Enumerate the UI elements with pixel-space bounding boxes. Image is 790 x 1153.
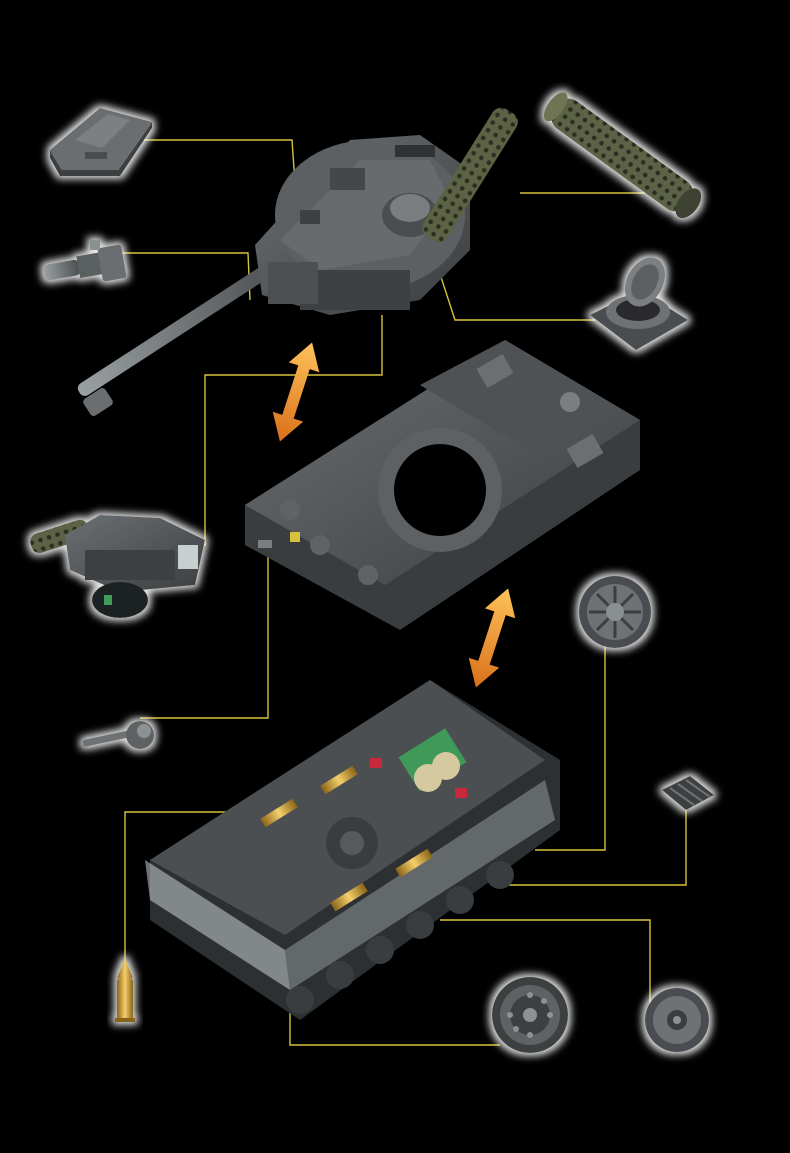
leader-line-idler: [440, 919, 651, 1010]
machine-gun-icon: [82, 721, 154, 749]
track-link-icon: [662, 776, 714, 810]
shell-icon: [115, 958, 135, 1022]
turret-icon: [30, 515, 205, 618]
hull-chassis: [145, 680, 560, 1020]
leader-line-track-link: [500, 805, 687, 886]
hull-deck: [245, 340, 640, 630]
periscope-icon: [43, 240, 127, 282]
road-wheel-icon: [492, 977, 568, 1053]
leader-line-mg: [140, 555, 269, 719]
leader-line-hatch: [125, 139, 298, 214]
sprocket-icon: [579, 576, 651, 648]
turret-assembly: [77, 107, 518, 416]
leader-line-road-wheel: [289, 1012, 500, 1046]
assembly-arrow-turret: [272, 342, 320, 442]
hatch-plate-icon: [50, 108, 152, 176]
leader-line-sprocket: [535, 645, 606, 851]
track-roll-icon: [543, 92, 702, 219]
cupola-icon: [590, 257, 688, 350]
idler-wheel-icon: [645, 988, 709, 1052]
leader-line-shell: [124, 811, 270, 968]
assembly-arrow-hull: [468, 588, 516, 688]
